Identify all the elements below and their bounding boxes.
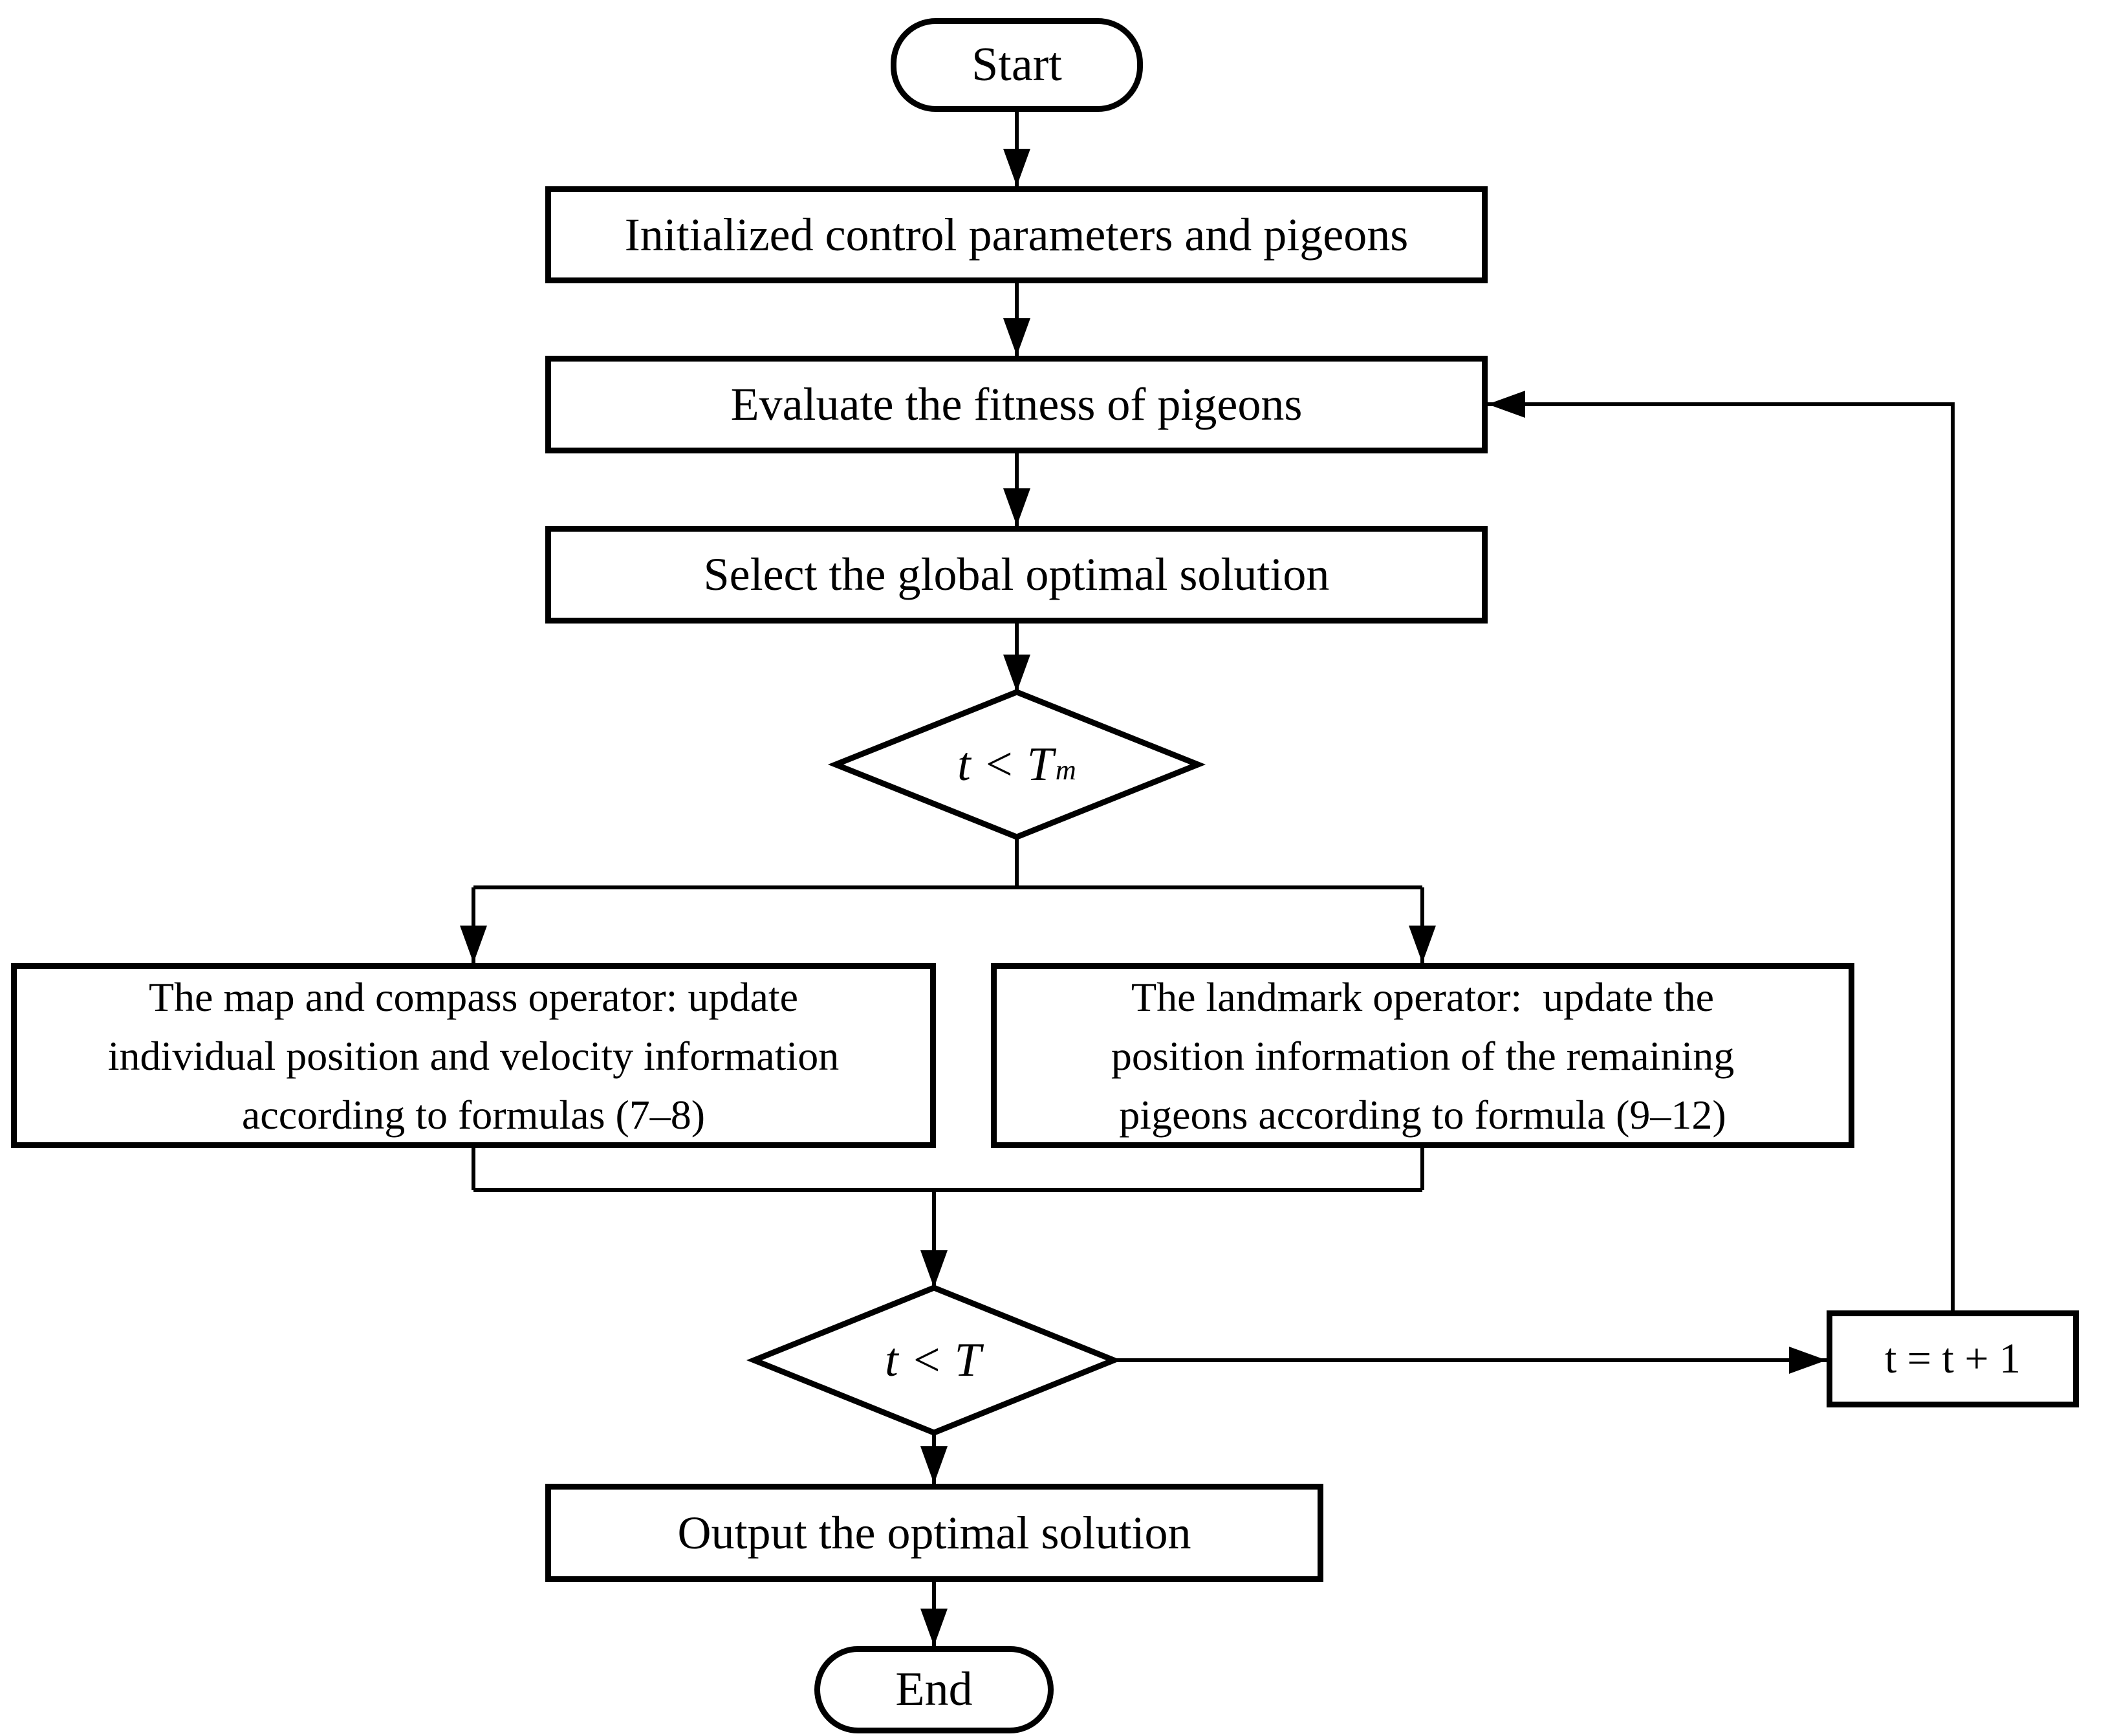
- arrowhead-into-init: [1003, 149, 1030, 186]
- landmark-line-2: position information of the remaining: [1111, 1032, 1735, 1079]
- increment-node: t = t + 1: [1827, 1310, 2079, 1407]
- increment-label: t = t + 1: [1884, 1335, 2021, 1382]
- map-compass-node: The map and compass operator: update ind…: [11, 963, 936, 1148]
- arrowhead-into-increment: [1789, 1347, 1827, 1374]
- landmark-line-1: The landmark operator: update the: [1131, 973, 1714, 1020]
- select-node: Select the global optimal solution: [545, 526, 1488, 624]
- output-node: Output the optimal solution: [545, 1484, 1323, 1582]
- arrowhead-into-landmark: [1409, 926, 1436, 963]
- select-label: Select the global optimal solution: [703, 548, 1330, 600]
- arrowhead-into-map-compass: [460, 926, 487, 963]
- landmark-line-3: pigeons according to formula (9–12): [1119, 1091, 1726, 1138]
- start-label: Start: [972, 38, 1062, 91]
- start-node: Start: [891, 18, 1143, 112]
- output-label: Output the optimal solution: [677, 1506, 1191, 1559]
- map-compass-line-3: according to formulas (7–8): [241, 1091, 706, 1138]
- connectors: [460, 112, 1955, 1646]
- line-increment-loop: [1488, 402, 1955, 1310]
- arrowhead-into-end: [920, 1609, 948, 1646]
- map-compass-line-1: The map and compass operator: update: [148, 973, 799, 1020]
- decision-tm-expr: t < T: [957, 737, 1054, 791]
- init-label: Initialized control parameters and pigeo…: [624, 208, 1409, 261]
- arrowhead-loop-into-evaluate: [1488, 391, 1525, 418]
- landmark-node: The landmark operator: update the positi…: [991, 963, 1854, 1148]
- arrowhead-into-select: [1003, 488, 1030, 526]
- arrowhead-into-decision-t: [920, 1250, 948, 1288]
- end-node: End: [814, 1646, 1054, 1733]
- evaluate-label: Evaluate the fitness of pigeons: [730, 378, 1303, 430]
- arrowhead-into-evaluate: [1003, 318, 1030, 356]
- evaluate-node: Evaluate the fitness of pigeons: [545, 356, 1488, 453]
- decision-t-label: t < T: [754, 1288, 1114, 1433]
- end-label: End: [895, 1663, 973, 1716]
- init-node: Initialized control parameters and pigeo…: [545, 186, 1488, 283]
- arrowhead-into-decision-tm: [1003, 655, 1030, 692]
- map-compass-line-2: individual position and velocity informa…: [107, 1032, 840, 1079]
- arrowhead-into-output: [920, 1446, 948, 1484]
- decision-t-expr: t < T: [885, 1333, 981, 1387]
